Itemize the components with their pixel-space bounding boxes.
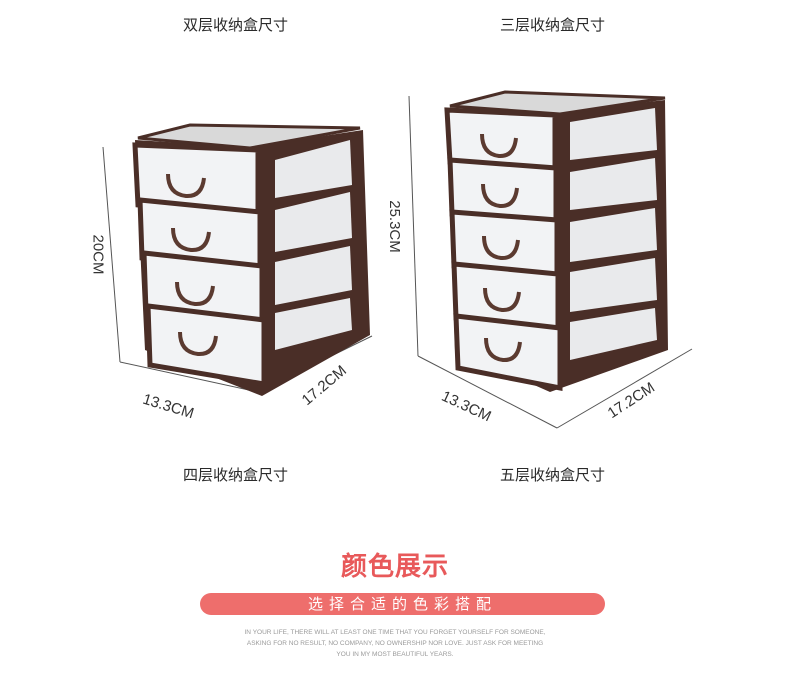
caption-four-tier: 四层收纳盒尺寸 bbox=[183, 466, 289, 484]
quote-line-3: YOU IN MY MOST BEAUTIFUL YEARS. bbox=[336, 651, 454, 658]
quote-line-1: IN YOUR LIFE, THERE WILL AT LEAST ONE TI… bbox=[244, 629, 546, 636]
left-height-label: 20CM bbox=[89, 234, 107, 275]
caption-three-tier: 三层收纳盒尺寸 bbox=[500, 16, 606, 34]
quote-text: IN YOUR LIFE, THERE WILL AT LEAST ONE TI… bbox=[0, 627, 790, 660]
section-title: 颜色展示 bbox=[340, 552, 449, 582]
caption-two-tier: 双层收纳盒尺寸 bbox=[183, 16, 289, 34]
right-height-label: 25.3CM bbox=[385, 200, 403, 253]
color-banner: 选择合适的色彩搭配 bbox=[200, 593, 605, 615]
quote-line-2: ASKING FOR NO RESULT, NO COMPANY, NO OWN… bbox=[246, 640, 544, 647]
caption-five-tier: 五层收纳盒尺寸 bbox=[500, 466, 606, 484]
